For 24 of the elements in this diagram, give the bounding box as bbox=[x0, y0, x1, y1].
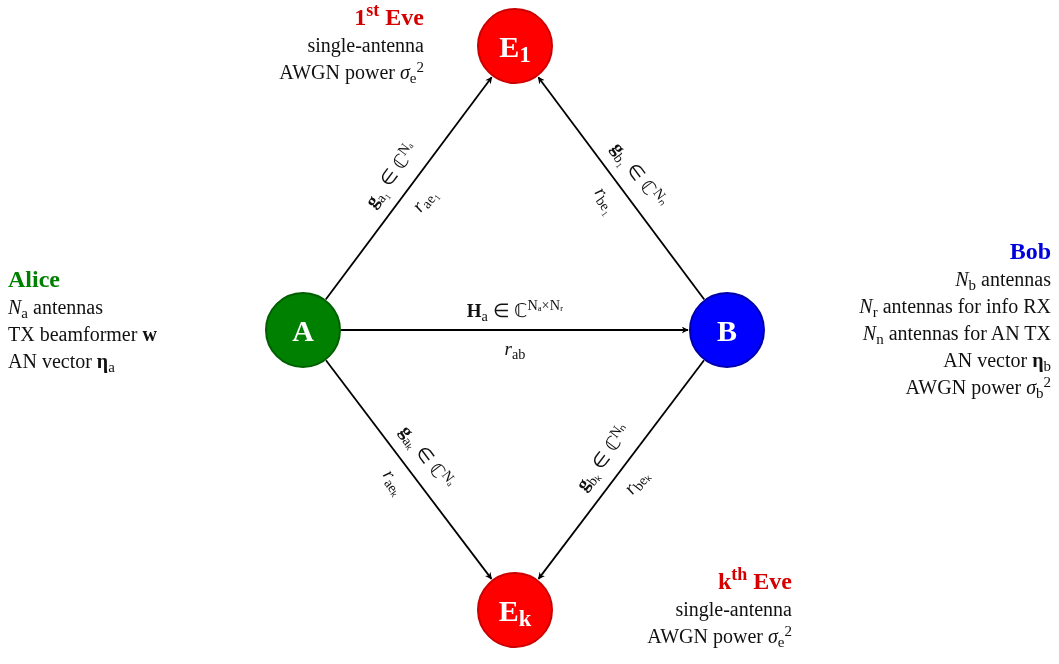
node-description: N$_{a}$ antennas bbox=[8, 295, 103, 321]
node-heading: Alice bbox=[8, 265, 60, 294]
node-heading: Bob bbox=[1009, 237, 1051, 266]
node-label: E$_{1}$ bbox=[499, 28, 531, 69]
arrow bbox=[324, 76, 493, 301]
node-heading: k$^{th}$ Eve bbox=[717, 566, 792, 596]
node-heading: 1$^{st}$ Eve bbox=[354, 2, 424, 32]
node-description: single-antenna bbox=[307, 33, 424, 59]
arrow bbox=[537, 359, 705, 580]
node-description: AN vector η$_{b}$ bbox=[943, 348, 1051, 374]
distance-label: r$_{ab}$ bbox=[504, 338, 526, 358]
arrow bbox=[340, 326, 689, 334]
node-description: AN vector η$_{a}$ bbox=[8, 349, 115, 375]
node-label: B bbox=[717, 312, 737, 349]
edge-label: H$_{a}$ ∈ ℂ$^{Nₐ×Nᵣ}$ bbox=[466, 300, 564, 320]
arrow bbox=[325, 359, 493, 580]
node-description: single-antenna bbox=[675, 597, 792, 623]
arrow bbox=[537, 76, 706, 301]
node-label: E$_{k}$ bbox=[498, 592, 532, 633]
node-description: N$_{r}$ antennas for info RX bbox=[859, 294, 1051, 320]
node-label: A bbox=[292, 312, 314, 349]
node-description: TX beamformer w bbox=[8, 322, 157, 347]
node-description: N$_{n}$ antennas for AN TX bbox=[862, 321, 1051, 347]
node-description: N$_{b}$ antennas bbox=[955, 267, 1051, 293]
